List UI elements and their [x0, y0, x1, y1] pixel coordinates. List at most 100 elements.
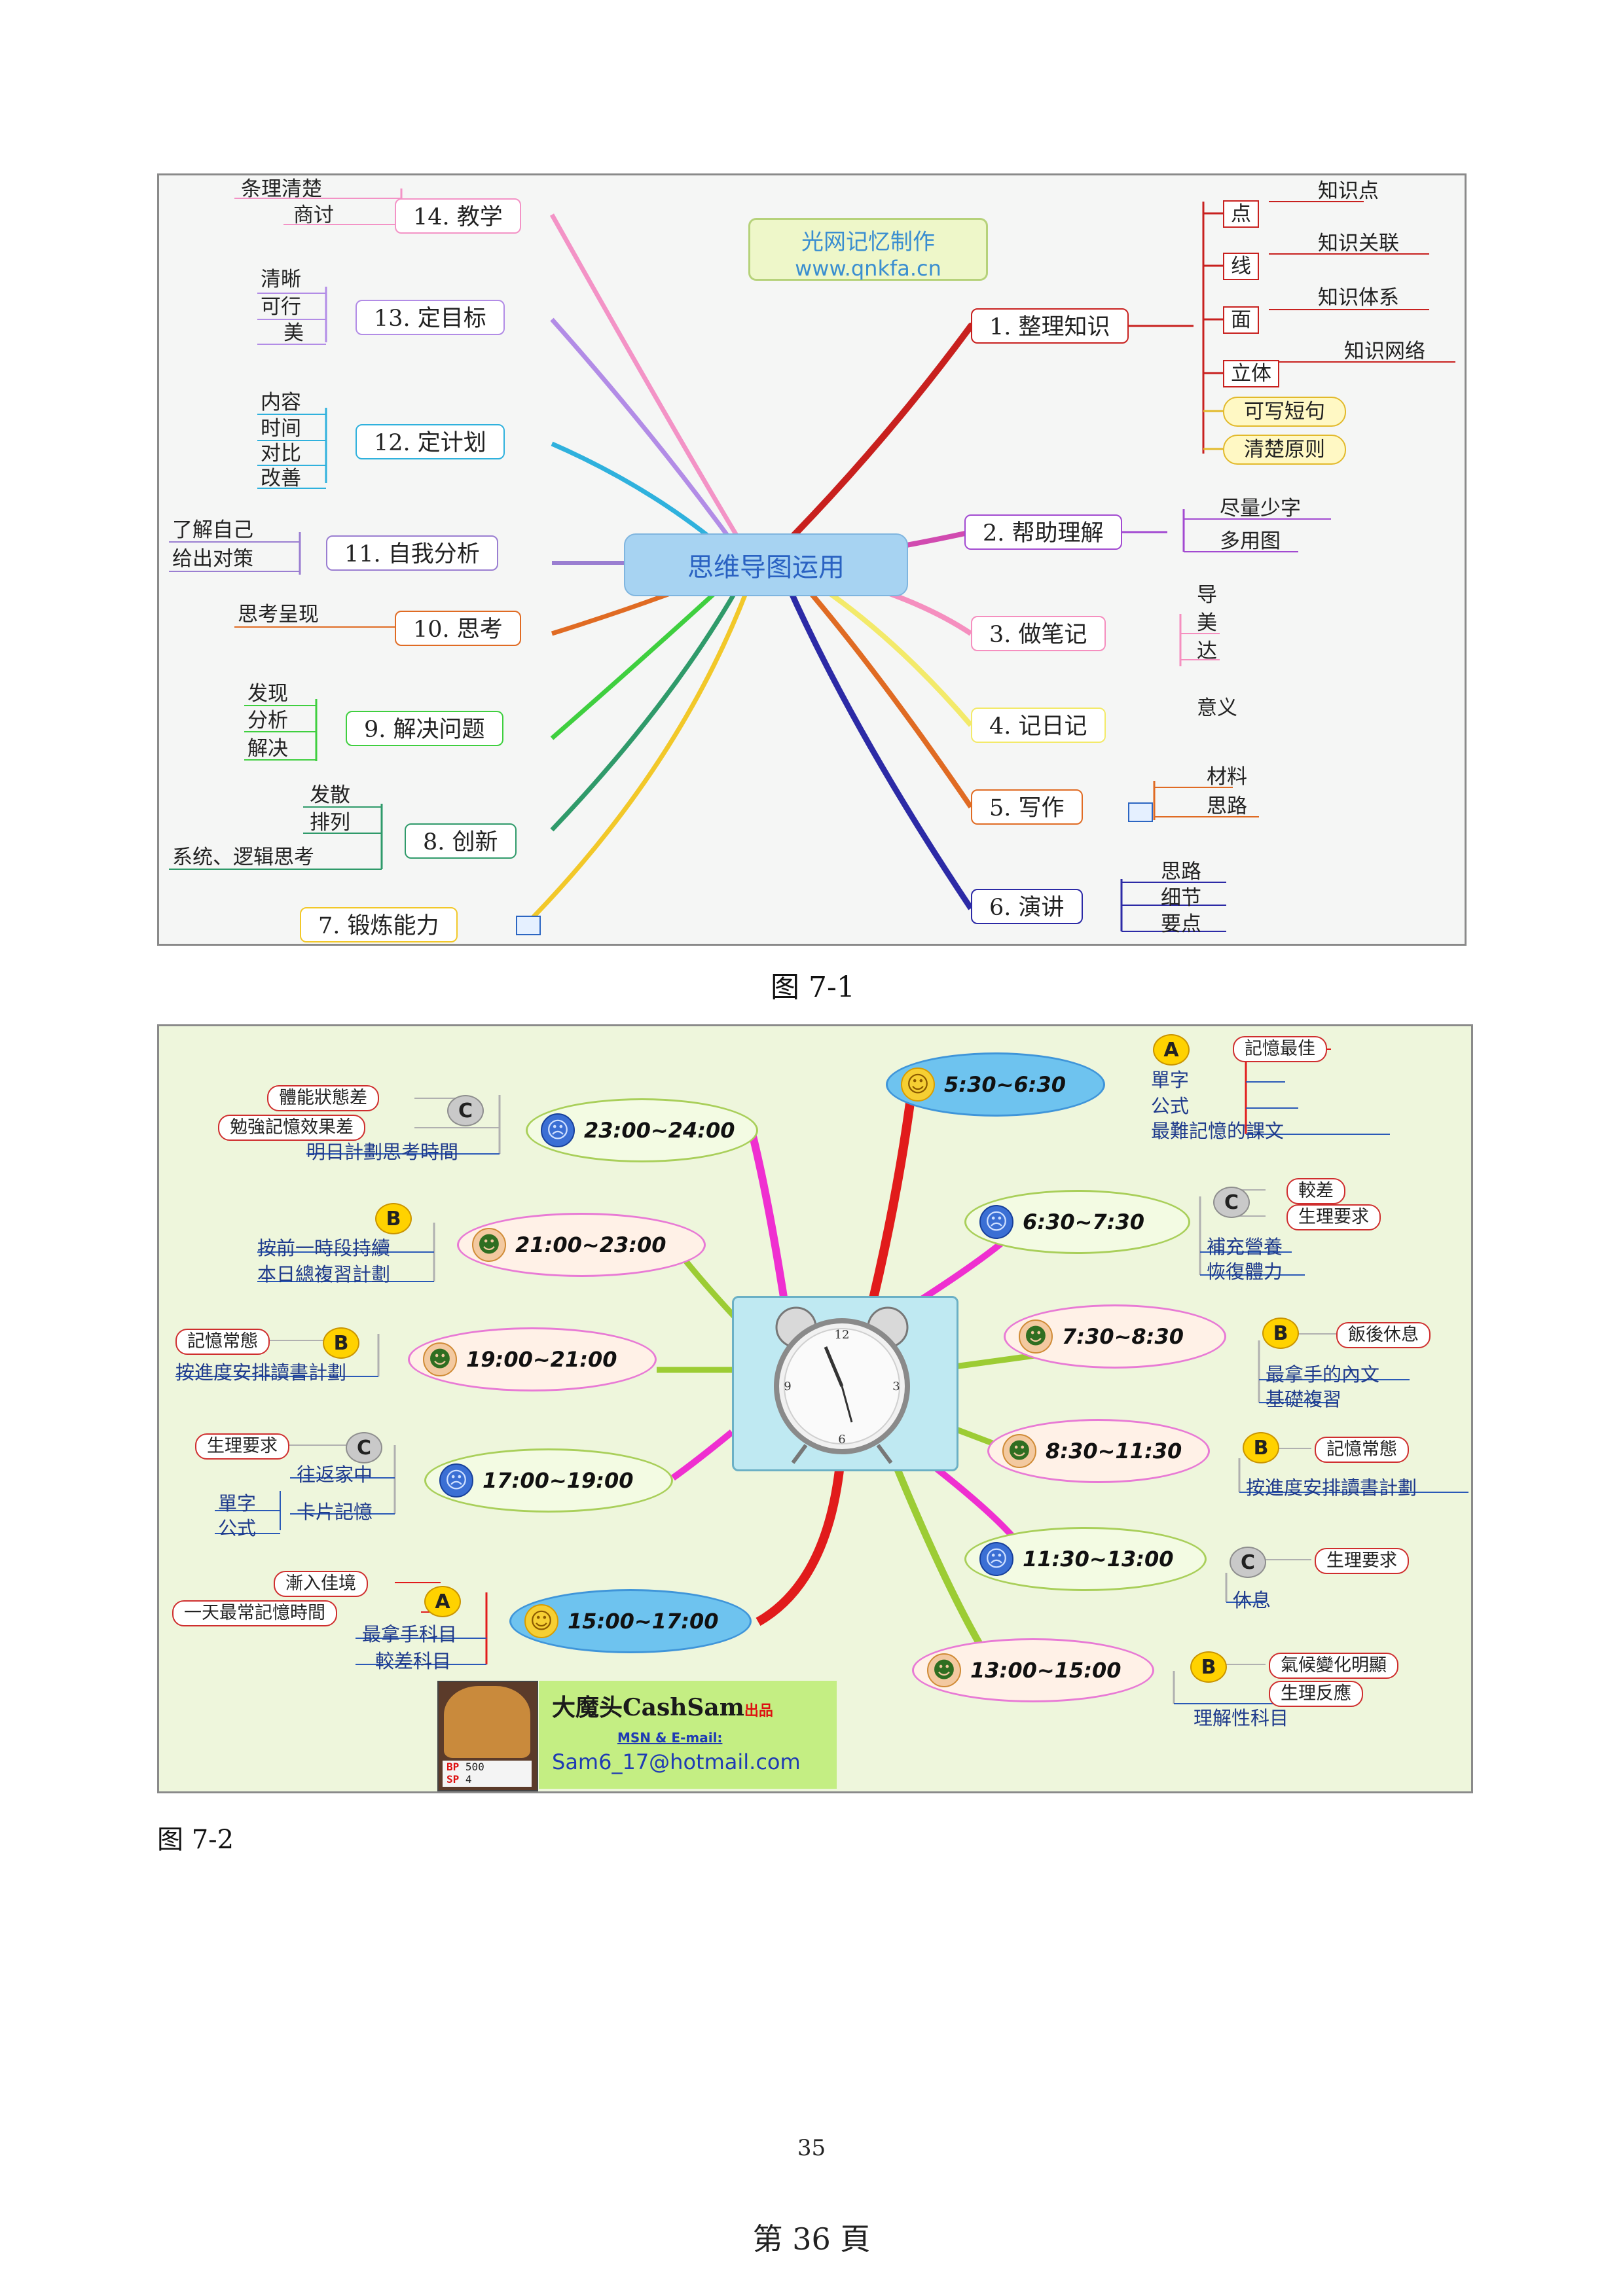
card-label: BP: [447, 1761, 460, 1773]
timeslot-label: 21:00~23:00: [515, 1232, 666, 1257]
item: 按進度安排讀書計劃: [175, 1361, 347, 1384]
leaf-3-3: 达: [1197, 639, 1217, 663]
grade-badge: A: [1153, 1034, 1190, 1066]
page-number: 35: [797, 2135, 826, 2161]
branch-node-14: 14. 教学: [395, 198, 521, 234]
timeslot-2100: ☻21:00~23:00: [457, 1213, 706, 1277]
branch-node-10: 10. 思考: [395, 611, 521, 646]
figure-1-caption: 图 7-1: [771, 971, 855, 1004]
leaf-5-2: 思路: [1207, 795, 1247, 818]
sad-face-icon: ☹: [979, 1205, 1013, 1239]
leaf-12-1: 内容: [261, 391, 301, 414]
tag: 記憶最佳: [1233, 1036, 1327, 1062]
pill-clear-principle: 清楚原则: [1223, 435, 1346, 465]
branch-node-13: 13. 定目标: [356, 300, 505, 335]
timeslot-label: 23:00~24:00: [584, 1118, 735, 1143]
timeslot-1700: ☹17:00~19:00: [424, 1448, 673, 1513]
item: 公式: [1151, 1095, 1190, 1117]
timeslot-label: 15:00~17:00: [568, 1609, 719, 1634]
leaf-13-1: 清晰: [261, 268, 301, 291]
character-card: BP 500 SP 4: [437, 1681, 538, 1791]
mind-map-center-node: 思维导图运用: [624, 533, 908, 596]
leaf-1-sub-2: 知识关联: [1318, 232, 1399, 255]
timeslot-0830: ☻ 8:30~11:30: [987, 1419, 1210, 1483]
sad-face-icon: ☹: [979, 1542, 1013, 1576]
happy-face-icon: ☺: [901, 1067, 935, 1102]
tag: 一天最常記憶時間: [172, 1600, 337, 1626]
item: 按前一時段持續: [257, 1237, 391, 1259]
branch-node-6: 6. 演讲: [971, 889, 1083, 924]
timeslot-label: 5:30~6:30: [944, 1072, 1066, 1097]
timeslot-label: 8:30~11:30: [1046, 1439, 1182, 1463]
item: 基礎複習: [1266, 1388, 1342, 1410]
submap-icon-writing[interactable]: [1128, 802, 1153, 822]
leaf-8-3: 系统、逻辑思考: [172, 846, 314, 869]
grade-badge: A: [424, 1586, 461, 1617]
leaf-3-1: 导: [1197, 583, 1217, 607]
leaf-12-4: 改善: [261, 467, 301, 490]
leaf-14-2: 商讨: [293, 204, 334, 227]
branch-node-11: 11. 自我分析: [326, 535, 498, 571]
leaf-11-1: 了解自己: [172, 518, 253, 542]
leaf-1-1: 点: [1223, 200, 1259, 228]
branch-node-5: 5. 写作: [971, 789, 1083, 825]
svg-text:12: 12: [835, 1328, 850, 1342]
item: 明日計劃思考時間: [306, 1141, 459, 1163]
tag: 生理反應: [1269, 1681, 1363, 1707]
submap-icon-ability[interactable]: [516, 916, 541, 935]
timeslot-1130: ☹ 11:30~13:00: [964, 1527, 1207, 1591]
leaf-13-2: 可行: [261, 295, 301, 319]
figure-2-caption: 图 7-2: [157, 1825, 234, 1855]
timeslot-0530: ☺ 5:30~6:30: [886, 1052, 1105, 1117]
credit-name: 大魔头CashSam: [552, 1694, 744, 1721]
branch-node-1: 1. 整理知识: [971, 308, 1129, 344]
grade-badge: B: [323, 1327, 359, 1359]
watermark-line2: www.qnkfa.cn: [795, 256, 941, 281]
item: 卡片記憶: [297, 1501, 373, 1523]
leaf-5-1: 材料: [1207, 765, 1247, 789]
branch-node-4: 4. 记日记: [971, 708, 1106, 743]
item: 補充營養: [1207, 1236, 1283, 1258]
credit-email[interactable]: Sam6_17@hotmail.com: [552, 1749, 801, 1774]
grade-badge: B: [1190, 1651, 1227, 1683]
alarm-clock-icon: 12 3 6 9: [774, 1306, 910, 1464]
card-label: SP: [447, 1773, 460, 1785]
sad-face-icon: ☹: [541, 1113, 575, 1147]
leaf-10-1: 思考呈现: [238, 603, 319, 626]
leaf-13-3: 美: [283, 321, 304, 345]
person-icon: ☻: [1002, 1434, 1036, 1468]
leaf-6-1: 思路: [1161, 860, 1201, 884]
svg-text:3: 3: [892, 1380, 900, 1393]
person-icon: ☻: [1019, 1319, 1053, 1354]
leaf-1-sub-4: 知识网络: [1344, 340, 1425, 363]
timeslot-label: 6:30~7:30: [1023, 1210, 1144, 1234]
leaf-2-1: 尽量少字: [1220, 497, 1301, 520]
item: 按進度安排讀書計劃: [1246, 1477, 1417, 1499]
branch-node-2: 2. 帮助理解: [964, 514, 1122, 550]
leaf-1-2: 线: [1223, 253, 1259, 280]
item: 恢復體力: [1207, 1261, 1283, 1283]
item: 單字: [1151, 1069, 1190, 1091]
item: 單字: [218, 1492, 257, 1515]
mind-map-figure-2: 12 3 6 9 ☺5:30~6:30 ☹6:30~7:30 ☻7:30~8:3…: [157, 1024, 1473, 1793]
leaf-9-2: 分析: [247, 709, 288, 732]
credit-msn: MSN & E-mail:: [617, 1730, 723, 1746]
svg-text:6: 6: [838, 1433, 845, 1446]
timeslot-0630: ☹ 6:30~7:30: [964, 1190, 1190, 1254]
grade-badge: B: [375, 1203, 412, 1234]
tag: 較差: [1286, 1178, 1345, 1204]
timeslot-label: 11:30~13:00: [1023, 1547, 1174, 1571]
branch-node-7: 7. 锻炼能力: [300, 907, 458, 942]
tag: 生理要求: [195, 1433, 289, 1460]
timeslot-1300: ☻13:00~15:00: [912, 1638, 1154, 1702]
alarm-clock-center: 12 3 6 9: [732, 1296, 958, 1471]
item: 最拿手的內文: [1266, 1363, 1380, 1386]
branch-node-9: 9. 解决问题: [346, 711, 503, 746]
item: 本日總複習計劃: [257, 1263, 391, 1285]
branch-node-12: 12. 定计划: [356, 424, 505, 459]
leaf-11-2: 给出对策: [172, 547, 253, 571]
leaf-9-1: 发现: [247, 682, 288, 706]
timeslot-label: 13:00~15:00: [970, 1658, 1122, 1683]
leaf-12-2: 时间: [261, 417, 301, 440]
item: 往返家中: [297, 1463, 373, 1486]
